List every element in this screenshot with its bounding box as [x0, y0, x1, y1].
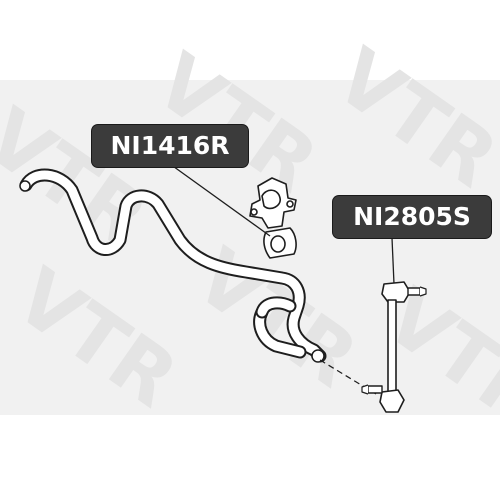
link-lower-stud-thread [361, 384, 369, 395]
part-callout-ni1416r: NI1416R [92, 125, 248, 167]
link-upper-joint [381, 281, 411, 303]
part-callout-ni2805s: NI2805S [333, 196, 491, 238]
bracket-inner [261, 189, 281, 210]
stabilizer-bar [19, 168, 327, 363]
bar-lower-link-fill [257, 298, 295, 317]
link-upper-stud-thread [419, 286, 427, 297]
background-band [0, 80, 500, 415]
link-rod [387, 299, 397, 395]
callout-right-leader [391, 237, 395, 285]
bushing-bracket [249, 177, 297, 229]
bar-left-end [19, 180, 31, 192]
callout-left-leader [169, 163, 271, 237]
bracket-bolt [250, 208, 258, 216]
bushing [263, 227, 297, 259]
link-lower-stud [367, 385, 383, 394]
link-lower-joint [379, 389, 405, 413]
bar-right-end [311, 349, 325, 363]
link-upper-stud [407, 287, 421, 296]
bracket-bolt [286, 200, 294, 208]
stabilizer-bar-fill [21, 170, 325, 361]
bushing-hole [270, 235, 286, 253]
stabilizer-link [361, 281, 427, 413]
